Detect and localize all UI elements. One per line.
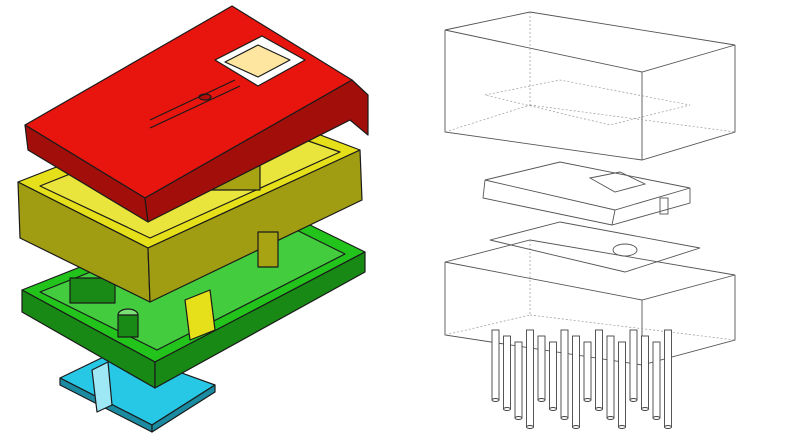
ejector-pin — [549, 341, 557, 410]
ejector-pin-end — [526, 425, 534, 429]
ejector-pin — [629, 329, 638, 401]
ejector-pin-end — [583, 398, 592, 402]
ejector-pin-end — [572, 425, 580, 429]
ejector-pin-end — [503, 407, 511, 411]
ejector-pin — [572, 335, 580, 428]
ejector-pin-end — [537, 398, 546, 402]
ejector-pin — [514, 341, 523, 419]
ejector-pin-end — [549, 407, 557, 411]
molded-part-wireframe — [482, 161, 691, 226]
ejector-pin — [526, 329, 534, 428]
lid-part — [24, 5, 369, 223]
upper-mold-block — [444, 11, 736, 161]
ejector-pin — [595, 329, 603, 410]
ejector-pin — [641, 335, 649, 410]
ejector-pin — [618, 341, 626, 428]
right-wireframe-view — [444, 11, 736, 429]
ejector-pin — [503, 335, 511, 410]
ejector-pin-end — [606, 416, 615, 420]
ejector-pin — [560, 329, 569, 419]
ejector-pin — [652, 341, 661, 419]
lower-mold-block — [444, 221, 736, 366]
ejector-pin — [537, 335, 546, 401]
ejector-pin-end — [629, 398, 638, 402]
ejector-pin — [583, 341, 592, 401]
ejector-pin — [664, 329, 672, 428]
ejector-pins — [491, 329, 672, 429]
left-exploded-view — [17, 5, 369, 433]
ejector-pin-end — [641, 407, 649, 411]
ejector-pin — [491, 329, 500, 401]
ejector-pin-end — [618, 425, 626, 429]
ejector-pin — [606, 335, 615, 419]
bottom-cover-part — [59, 349, 216, 433]
ejector-pin-end — [652, 416, 661, 420]
ejector-pin-end — [514, 416, 523, 420]
ejector-pin-end — [560, 416, 569, 420]
ejector-pin-end — [595, 407, 603, 411]
ejector-pin-end — [664, 425, 672, 429]
ejector-pin-end — [491, 398, 500, 402]
